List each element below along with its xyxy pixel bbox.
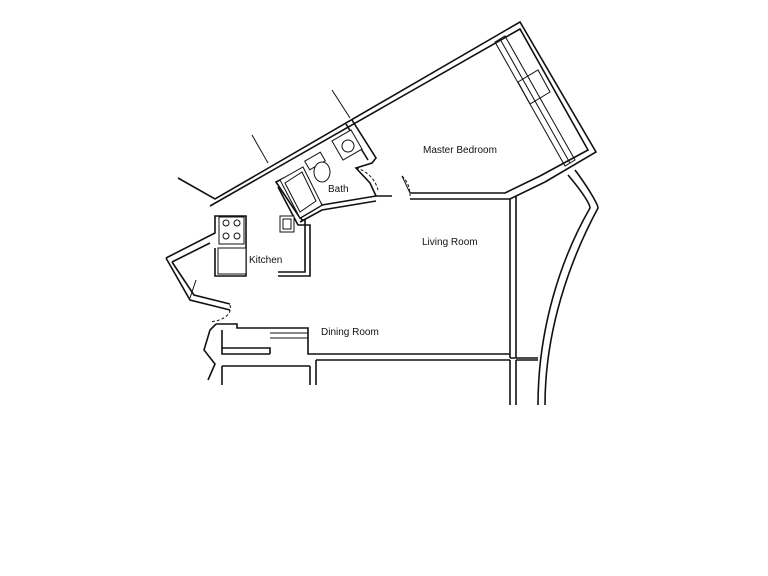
bathtub <box>279 166 323 219</box>
refrigerator <box>217 247 247 275</box>
curved-wall <box>537 169 599 406</box>
kitchen-walls <box>165 215 247 311</box>
bedroom-living-wall <box>410 175 546 359</box>
bedroom-window <box>494 35 576 167</box>
label-dining-room: Dining Room <box>321 327 379 338</box>
stove <box>218 216 245 245</box>
structural-lines <box>251 89 351 164</box>
entry-door-swing <box>209 304 231 323</box>
label-kitchen: Kitchen <box>249 255 282 266</box>
label-living-room: Living Room <box>422 237 478 248</box>
bedroom-door-leaf <box>401 175 411 194</box>
entry-door-leaf <box>189 279 197 299</box>
bedroom-door-swing <box>401 175 411 197</box>
toilet <box>304 151 331 183</box>
bath-sink <box>331 129 363 161</box>
bath-door-swing <box>355 167 379 191</box>
kitchen-sink <box>279 215 295 233</box>
exterior-wall-top <box>177 20 598 207</box>
label-master-bedroom: Master Bedroom <box>423 145 497 156</box>
dining-walls <box>203 323 538 405</box>
label-bath: Bath <box>328 184 349 195</box>
